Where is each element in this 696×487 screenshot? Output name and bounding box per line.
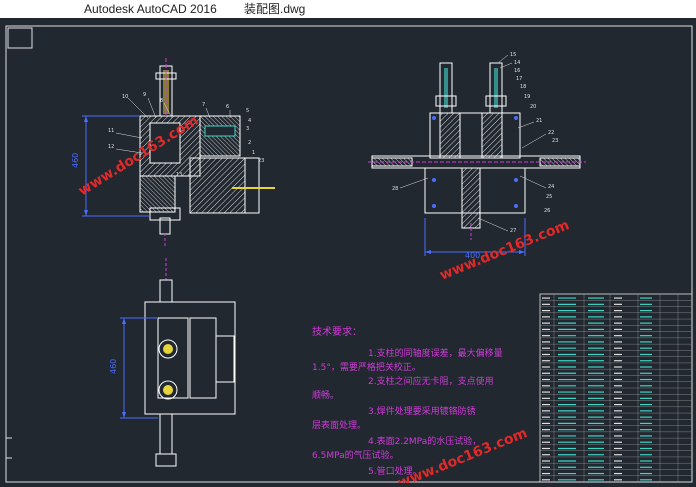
- front-height-dimension: 460: [71, 153, 80, 168]
- svg-text:7: 7: [202, 102, 205, 108]
- title-bar: Autodesk AutoCAD 2016 装配图.dwg: [0, 0, 696, 18]
- svg-text:19: 19: [524, 94, 530, 100]
- front-view: [82, 58, 275, 248]
- app-title: Autodesk AutoCAD 2016: [84, 2, 217, 16]
- svg-text:18: 18: [520, 84, 526, 90]
- svg-text:2.支柱之间应无卡阻，支点使用: 2.支柱之间应无卡阻，支点使用: [368, 375, 494, 387]
- title-block: [539, 293, 693, 483]
- side-width-dimension: 400: [465, 251, 480, 260]
- svg-text:4: 4: [248, 118, 251, 124]
- svg-text:层表面处理。: 层表面处理。: [312, 419, 366, 431]
- front-part-labels: 10 9 8 7 6 5 4 3 2 11 12 13 1 23: [108, 92, 264, 178]
- svg-text:26: 26: [544, 208, 550, 214]
- drawing-border: [5, 25, 693, 483]
- svg-text:5.管口处理。: 5.管口处理。: [368, 465, 422, 477]
- svg-text:8: 8: [160, 98, 163, 104]
- svg-text:www.doc163.com: www.doc163.com: [438, 217, 572, 284]
- svg-text:22: 22: [548, 130, 554, 136]
- svg-text:16: 16: [514, 68, 520, 74]
- svg-text:1.支柱的同轴度误差，最大偏移量: 1.支柱的同轴度误差，最大偏移量: [368, 347, 503, 359]
- svg-text:www.doc163.com: www.doc163.com: [396, 425, 530, 483]
- svg-text:顺畅。: 顺畅。: [312, 389, 339, 401]
- svg-text:技术要求：: 技术要求：: [312, 325, 362, 338]
- svg-text:28: 28: [392, 186, 398, 192]
- top-view: [120, 258, 236, 467]
- svg-text:24: 24: [548, 184, 554, 190]
- svg-text:6: 6: [226, 104, 229, 110]
- svg-text:3.焊件处理要采用镀铬防锈: 3.焊件处理要采用镀铬防锈: [368, 405, 476, 417]
- side-part-labels: 15 14 16 17 18 19 20 21 22 23 24 25 26 2…: [392, 52, 558, 234]
- svg-text:15: 15: [510, 52, 516, 58]
- svg-text:6.5MPa的气压试验。: 6.5MPa的气压试验。: [312, 449, 399, 461]
- tech-requirements: 技术要求： 1.支柱的同轴度误差，最大偏移量 1.5°，需要严格把关校正。 2.…: [312, 325, 503, 477]
- svg-text:2: 2: [248, 140, 251, 146]
- svg-text:25: 25: [546, 194, 552, 200]
- svg-text:13: 13: [176, 172, 182, 178]
- drawing-canvas[interactable]: 460 10 9 8 7 6 5 4 3 2 11 12 13 1 23: [0, 18, 696, 487]
- svg-text:27: 27: [510, 228, 516, 234]
- svg-text:21: 21: [536, 118, 542, 124]
- svg-text:3: 3: [246, 126, 249, 132]
- top-height-dimension: 460: [109, 359, 118, 374]
- svg-text:9: 9: [143, 92, 146, 98]
- svg-text:17: 17: [516, 76, 522, 82]
- side-view: [368, 62, 586, 256]
- svg-text:20: 20: [530, 104, 536, 110]
- svg-text:5: 5: [246, 108, 249, 114]
- svg-text:4.表面2.2MPa的水压试验，: 4.表面2.2MPa的水压试验，: [368, 435, 481, 447]
- svg-text:12: 12: [108, 144, 114, 150]
- svg-text:1: 1: [252, 150, 255, 156]
- file-name: 装配图.dwg: [244, 2, 306, 16]
- svg-text:11: 11: [108, 128, 114, 134]
- svg-text:14: 14: [514, 60, 520, 66]
- svg-text:10: 10: [122, 94, 128, 100]
- svg-text:23: 23: [552, 138, 558, 144]
- svg-text:1.5°，需要严格把关校正。: 1.5°，需要严格把关校正。: [312, 361, 421, 373]
- svg-text:23: 23: [258, 158, 264, 164]
